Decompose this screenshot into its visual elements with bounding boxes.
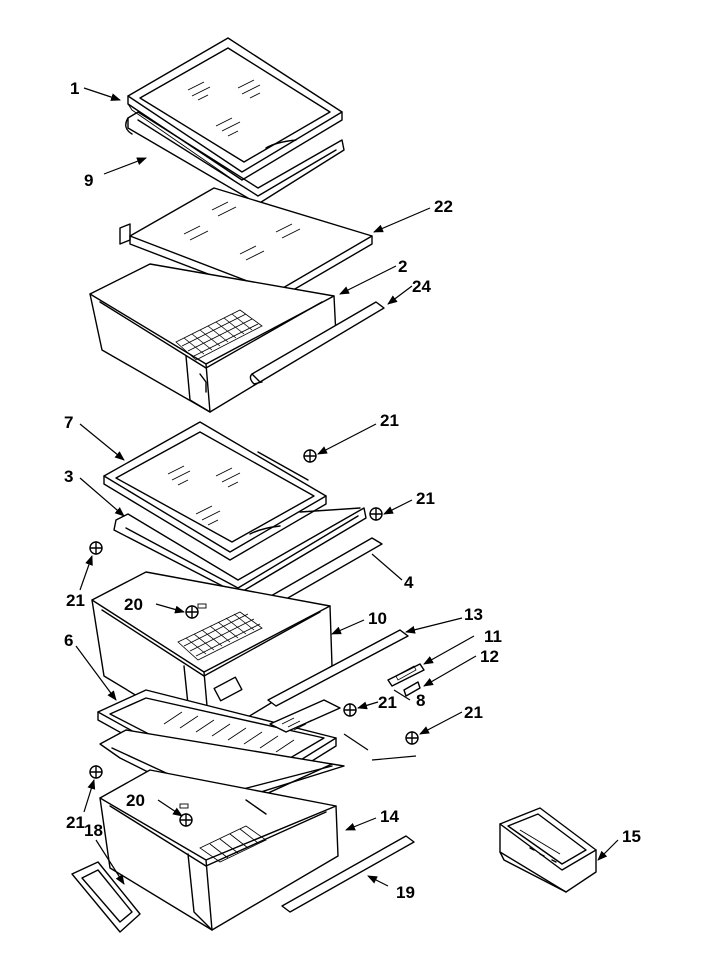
callout-20-b: 20 (126, 791, 145, 810)
callout-1: 1 (70, 79, 79, 98)
humidity-slide (387, 663, 425, 687)
callout-14: 14 (380, 807, 399, 826)
meat-pan-drawer (99, 769, 339, 931)
callout-21-b: 21 (416, 489, 435, 508)
shelf-frame-top (125, 111, 345, 205)
drawer-stop-lower (179, 803, 193, 827)
drawer-trim-upper (249, 301, 385, 385)
callout-10: 10 (368, 609, 387, 628)
callout-15: 15 (622, 827, 641, 846)
callout-21-d: 21 (378, 693, 397, 712)
shelf-frame-middle (113, 507, 367, 595)
mounting-screw-5 (405, 731, 419, 745)
callout-18: 18 (84, 821, 103, 840)
callout-12: 12 (480, 647, 499, 666)
drawer-trim-middle (267, 629, 409, 707)
callout-20-a: 20 (124, 595, 143, 614)
drawer-trim-lower (281, 835, 415, 913)
label-plate (71, 861, 141, 933)
utility-bin (499, 807, 597, 893)
callout-2: 2 (398, 257, 407, 276)
mounting-screw-2 (369, 507, 383, 521)
shelf-glass-middle (103, 421, 327, 561)
callout-21-c: 21 (66, 591, 85, 610)
crisper-drawer-upper (89, 263, 337, 413)
mounting-screw-1 (303, 449, 317, 463)
mounting-screw-6 (89, 765, 103, 779)
callout-9: 9 (84, 171, 93, 190)
callout-24: 24 (412, 277, 431, 296)
crisper-cover-glass (119, 187, 373, 301)
drawer-stop-upper (185, 603, 207, 619)
callout-22: 22 (434, 197, 453, 216)
callout-19: 19 (396, 883, 415, 902)
callout-labels: 1 9 22 2 24 7 21 3 21 21 4 20 10 13 11 6… (64, 79, 641, 902)
shelf-glass-top (127, 37, 343, 187)
callout-6: 6 (64, 631, 73, 650)
callout-13: 13 (464, 605, 483, 624)
callout-3: 3 (64, 467, 73, 486)
leader-lines (75, 87, 619, 887)
callout-8: 8 (416, 691, 425, 710)
callout-4: 4 (404, 573, 414, 592)
callout-21-a: 21 (380, 411, 399, 430)
slide-track (269, 699, 341, 733)
callout-11: 11 (484, 627, 502, 646)
humidity-label (403, 681, 421, 697)
mounting-screw-3 (89, 541, 103, 555)
mounting-screw-4 (343, 703, 357, 717)
callout-21-f: 21 (66, 813, 85, 832)
callout-21-e: 21 (464, 703, 483, 722)
callout-7: 7 (64, 413, 73, 432)
